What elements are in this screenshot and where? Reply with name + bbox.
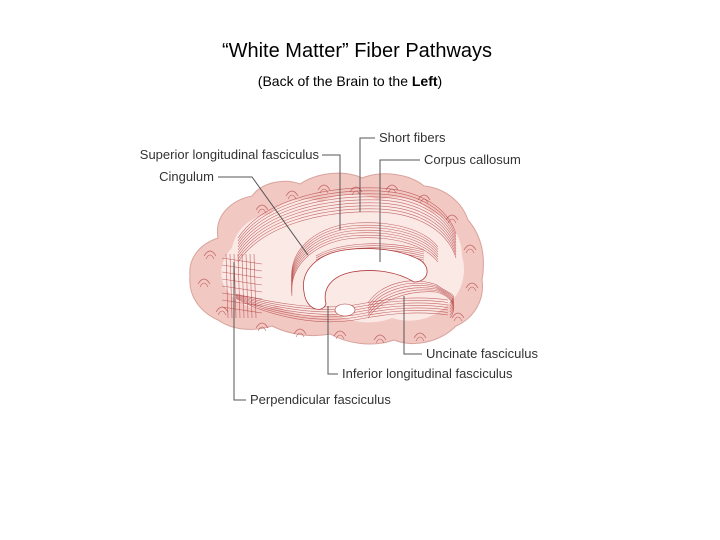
fiber-short-u <box>417 194 431 201</box>
slide-subtitle: (Back of the Brain to the Left) <box>0 73 700 89</box>
fiber-perpendicular-cross <box>221 306 263 314</box>
fiber-short-u <box>215 306 229 313</box>
leader-superior-longitudinal <box>322 154 341 230</box>
fiber-short-u <box>293 328 307 335</box>
leader-short-fibers <box>359 137 375 212</box>
fiber-perpendicular <box>245 253 249 319</box>
leader-cingulum <box>218 176 309 256</box>
fiber-short-u <box>257 208 267 214</box>
slide-title: “White Matter” Fiber Pathways <box>221 40 493 62</box>
leader-uncinate <box>403 296 422 355</box>
label-perpendicular-fasciculus: Perpendicular fasciculus <box>250 392 391 407</box>
fiber-short-u <box>205 254 215 260</box>
fiber-short-u <box>415 336 425 342</box>
fiber-perpendicular-cross <box>221 299 263 307</box>
fiber-uncinate <box>367 285 454 310</box>
fiber-short-u <box>197 278 211 285</box>
fiber-inferior-longitudinal <box>235 295 449 315</box>
fiber-short-u <box>465 282 479 289</box>
fiber-perpendicular <box>229 253 233 319</box>
fiber-cingulum <box>291 237 439 297</box>
fiber-short-u <box>373 334 387 341</box>
fiber-short-u <box>319 188 329 194</box>
fiber-short-u <box>419 198 429 204</box>
subtitle-bold: Left <box>411 73 438 89</box>
fiber-inferior-longitudinal <box>235 294 449 310</box>
fiber-short-u <box>255 204 269 211</box>
leader-inferior-longitudinal <box>327 306 338 375</box>
fiber-short-u <box>255 322 269 329</box>
fiber-short-u <box>335 334 345 340</box>
fiber-cingulum <box>291 229 439 289</box>
fiber-short-u <box>445 214 459 221</box>
fiber-perpendicular <box>237 253 241 319</box>
fiber-perpendicular <box>225 253 229 319</box>
fiber-short-u <box>257 326 267 332</box>
fiber-inferior-longitudinal <box>235 295 449 313</box>
fiber-short-u <box>333 330 347 337</box>
fiber-short-u <box>287 194 297 200</box>
fiber-cingulum <box>291 224 439 284</box>
label-inferior-longitudinal-fasciculus: Inferior longitudinal fasciculus <box>342 366 513 381</box>
label-superior-longitudinal-fasciculus: Superior longitudinal fasciculus <box>140 147 320 162</box>
fiber-perpendicular <box>249 253 253 319</box>
fiber-corpus-callosum <box>315 243 425 257</box>
fiber-short-u <box>317 184 331 191</box>
thalamus-region <box>334 303 356 317</box>
fiber-short-u <box>413 332 427 339</box>
fiber-short-u <box>463 244 477 251</box>
label-cingulum: Cingulum <box>159 169 214 184</box>
fiber-perpendicular-cross <box>221 285 263 293</box>
leader-lines <box>218 137 422 401</box>
label-uncinate-fasciculus: Uncinate fasciculus <box>426 346 538 361</box>
fiber-perpendicular-cross <box>221 292 263 300</box>
fiber-inferior-longitudinal <box>235 297 449 320</box>
fiber-short-u <box>349 186 363 193</box>
fiber-short-u <box>295 332 305 338</box>
fiber-inferior-longitudinal <box>235 298 449 323</box>
fiber-short-u <box>385 184 399 191</box>
fiber-short-u <box>203 250 217 257</box>
label-corpus-callosum: Corpus callosum <box>424 152 521 167</box>
fiber-short-u <box>351 190 361 196</box>
fiber-perpendicular-cross <box>221 257 263 265</box>
subtitle-prefix: (Back of the Brain to the <box>257 73 412 89</box>
fiber-perpendicular-cross <box>221 271 263 279</box>
fiber-perpendicular <box>253 253 257 319</box>
leader-corpus-callosum <box>379 159 420 262</box>
fiber-short-u <box>387 188 397 194</box>
leader-perpendicular <box>233 262 246 401</box>
fiber-short-u <box>217 310 227 316</box>
fiber-corpus-callosum <box>315 245 425 259</box>
fiber-short-u <box>375 338 385 344</box>
subtitle-suffix: ) <box>437 73 443 89</box>
fiber-short-u <box>465 248 475 254</box>
fiber-short-u <box>453 316 463 322</box>
fiber-perpendicular <box>241 253 245 319</box>
fiber-short-u <box>467 286 477 292</box>
fiber-perpendicular-cross <box>221 264 263 272</box>
fiber-short-u <box>285 190 299 197</box>
fiber-short-u <box>451 312 465 319</box>
fiber-cingulum <box>291 227 439 287</box>
fiber-uncinate <box>367 282 454 307</box>
lateral-ventricle <box>303 248 428 310</box>
fiber-uncinate <box>367 287 454 313</box>
fiber-inferior-longitudinal <box>235 296 449 318</box>
fiber-inferior-longitudinal <box>235 293 449 308</box>
fiber-cingulum <box>291 222 439 282</box>
fiber-cingulum <box>291 234 439 294</box>
fiber-uncinate <box>367 280 454 304</box>
label-short-fibers: Short fibers <box>379 130 446 145</box>
fiber-short-u <box>447 218 457 224</box>
fiber-perpendicular-cross <box>221 278 263 286</box>
fiber-short-u <box>199 282 209 288</box>
fiber-cingulum <box>291 232 439 292</box>
